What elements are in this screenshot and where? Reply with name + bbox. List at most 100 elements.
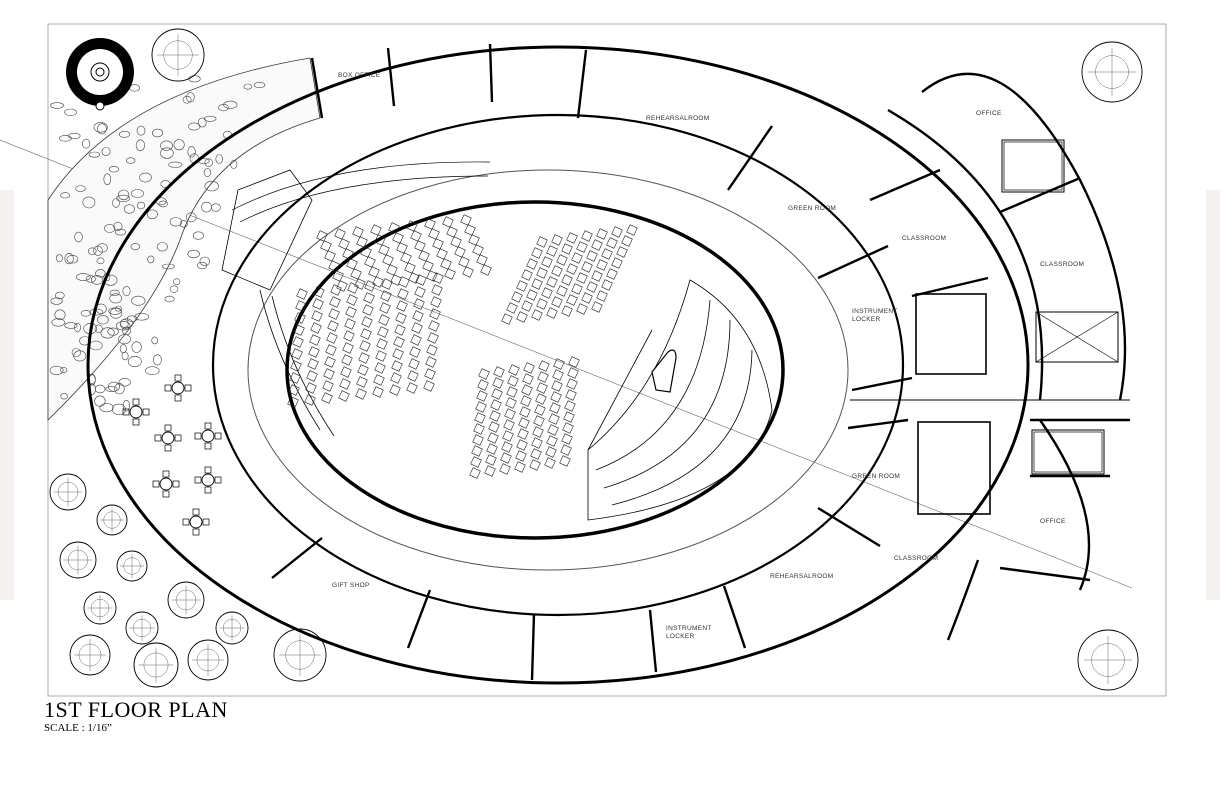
seat (507, 387, 518, 398)
seat (322, 393, 333, 404)
label-classroom-bottom: CLASSROOM (894, 555, 938, 562)
seat (393, 349, 404, 360)
seat (494, 367, 505, 378)
seat (562, 275, 573, 286)
seat (607, 269, 618, 280)
seat (474, 424, 485, 435)
seat (539, 361, 550, 372)
seat (371, 225, 382, 236)
seat (572, 253, 583, 264)
seat (357, 377, 368, 388)
seat (567, 233, 578, 244)
seat (552, 297, 563, 308)
seat (353, 227, 364, 238)
seat (587, 282, 598, 293)
seat (343, 343, 354, 354)
seat (339, 391, 350, 402)
seat (431, 297, 442, 308)
seat (321, 241, 332, 252)
seat (491, 400, 502, 411)
seat (547, 277, 558, 288)
seat (380, 303, 391, 314)
seat (395, 325, 406, 336)
seat (602, 249, 613, 260)
tree-icon (50, 474, 86, 510)
seat (523, 374, 534, 385)
seat (617, 247, 628, 258)
tree-icon (97, 505, 127, 535)
seat (532, 310, 543, 321)
label-instrument-locker-right-2: LOCKER (852, 316, 881, 323)
seat (563, 423, 574, 434)
seat (560, 456, 571, 467)
seat (527, 290, 538, 301)
seat (597, 291, 608, 302)
seat (566, 390, 577, 401)
label-classroom-a: CLASSROOM (902, 235, 946, 242)
seat (397, 243, 408, 254)
label-instrument-locker-bottom-2: LOCKER (666, 633, 695, 640)
seat (551, 392, 562, 403)
seat (441, 259, 452, 270)
seat (518, 429, 529, 440)
label-instrument-locker-bottom-1: INSTRUMENT (666, 625, 712, 632)
label-box-office: BOX OFFICE (338, 72, 381, 79)
seat (358, 365, 369, 376)
seat (346, 307, 357, 318)
seat (516, 451, 527, 462)
seat (547, 246, 558, 257)
seat (537, 383, 548, 394)
seat (426, 357, 437, 368)
seat (557, 286, 568, 297)
seat (550, 403, 561, 414)
seat (433, 239, 444, 250)
seat (612, 227, 623, 238)
cafe-tables (123, 375, 221, 535)
seat (501, 453, 512, 464)
label-office-bottom: OFFICE (1040, 518, 1066, 525)
seat (538, 372, 549, 383)
seat (522, 270, 533, 281)
tree-icon (70, 635, 110, 675)
seat (342, 355, 353, 366)
piano-icon (652, 350, 676, 392)
table-set-icon (155, 425, 181, 451)
seat (577, 273, 588, 284)
seat (472, 446, 483, 457)
seat (331, 285, 342, 296)
seat (532, 279, 543, 290)
seat (471, 457, 482, 468)
seat (329, 309, 340, 320)
seat (562, 306, 573, 317)
seat (376, 351, 387, 362)
seat (564, 412, 575, 423)
seat (506, 398, 517, 409)
seat (427, 271, 438, 282)
seat (568, 368, 579, 379)
seat (412, 323, 423, 334)
seat (477, 391, 488, 402)
table-set-icon (165, 375, 191, 401)
seat (379, 245, 390, 256)
seat (432, 285, 443, 296)
tree-icon (126, 612, 158, 644)
seat (548, 425, 559, 436)
seat (396, 313, 407, 324)
seat (392, 361, 403, 372)
seat (297, 289, 308, 300)
seat (427, 345, 438, 356)
label-office-top: OFFICE (976, 110, 1002, 117)
stage-platform (588, 280, 772, 520)
seat (561, 445, 572, 456)
seat (522, 301, 533, 312)
seat (552, 235, 563, 246)
seat (325, 251, 336, 262)
seat (545, 458, 556, 469)
seat (339, 239, 350, 250)
seat (521, 396, 532, 407)
seat (552, 266, 563, 277)
seat (504, 420, 515, 431)
seat (424, 381, 435, 392)
label-classroom-b: CLASSROOM (1040, 261, 1084, 268)
